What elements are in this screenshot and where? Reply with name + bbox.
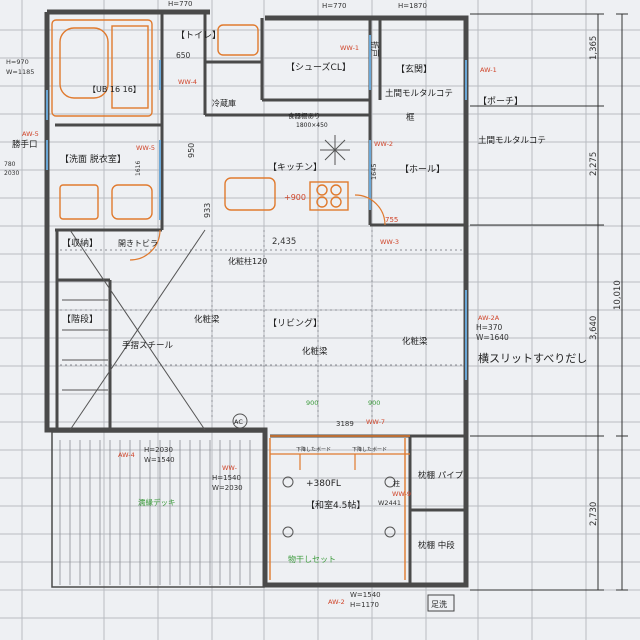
ceiling-lights [232,413,396,538]
dim-deck-h: H=2030 [144,446,173,454]
dim-3640: 3,640 [589,316,599,340]
dim-ww9: W2441 [378,499,401,507]
dim-aw2a-h: H=370 [476,323,502,332]
note-beam-2: 化粧梁 [302,346,328,357]
dim-aw2a-w: W=1640 [476,333,509,342]
window-tag-ww2: WW-2 [374,140,393,148]
dim-650: 650 [176,51,191,60]
note-mid-shelf: 枕棚 中段 [418,540,455,551]
window-tag-ww3: WW-3 [380,238,399,246]
dim-2275: 2,275 [589,152,599,176]
window-tag-aw5: AW-5 [22,130,39,138]
dim-bottom-w: W=1540 [350,591,381,599]
note-sliding-1: 下降したボード [296,446,331,453]
room-label-washitsu: 【和室4.5帖】 [306,499,365,511]
dim-933: 933 [203,203,212,218]
dim-2730: 2,730 [589,502,599,526]
room-label-entrance: 【玄関】 [396,63,432,75]
note-doma-2: 土間モルタルコテ [478,135,546,146]
room-label-washroom: 【洗面 脱衣室】 [60,153,126,165]
note-beam-1: 化粧梁 [194,314,220,325]
dim-900b: 900 [368,399,380,407]
window-tag-ww5: WW-5 [136,144,155,152]
window-tag-aw1: AW-1 [480,66,497,74]
hood-mark [320,135,350,165]
dim-1365: 1,365 [589,36,599,60]
room-label-toilet: 【トイレ】 [176,30,221,41]
note-slit-window: 横スリットすべりだし [478,351,587,365]
dim-top-2: H=770 [322,2,347,10]
note-floor-level: +380FL [306,479,341,489]
note-ac: AC [234,418,243,426]
note-back-door: 勝手口 [12,139,38,150]
dim-wash: 1616 [135,161,142,176]
note-sliding-2: 下降したボード [352,446,387,453]
dimension-lines-right [470,13,628,591]
dim-bottom-h: H=1170 [350,601,379,609]
window-tag-ww1: WW-1 [340,44,359,52]
window-tag-ww4: WW-4 [178,78,197,86]
note-handrail: 手摺スチール [122,340,174,351]
bath-fixtures [51,19,410,580]
note-drying-set: 物干しセット [288,554,336,564]
room-label-kitchen: 【キッチン】 [268,162,322,173]
room-label-stairs: 【階段】 [62,313,98,325]
dim-left-1: H=970 [6,58,29,66]
note-hashira: 柱 [393,479,400,488]
room-label-bath: 【UB 16 16】 [88,85,141,94]
exterior-walls [44,9,469,588]
note-dish-shelf: 食器棚あり [288,111,321,120]
stair-lines [62,229,206,431]
dim-ww-w: W=2030 [212,484,243,492]
deck-boards [59,440,251,585]
note-column: 化粧柱120 [228,256,267,266]
outdoor-tap-box [427,594,455,612]
dim-755: 755 [385,216,398,224]
room-label-shoes-closet: 【シューズCL】 [286,61,351,73]
sash-lines [46,35,467,380]
note-dish-shelf-size: 1800×450 [296,122,328,129]
door-swings [129,194,410,470]
note-hiraki-door: 開きトビラ [118,239,158,248]
window-tag-ww: WW- [222,464,238,472]
dim-3189: 3189 [336,420,354,428]
dim-1645: 1645 [370,163,378,180]
window-tag-aw4: AW-4 [118,451,135,459]
room-label-hall: 【ホール】 [400,164,445,175]
room-label-living: 【リビング】 [268,317,322,329]
dim-2435: 2,435 [272,237,296,247]
note-kamachi: 框 [406,112,415,123]
dim-10010: 10,010 [613,280,623,310]
window-tag-aw2a: AW-2A [478,314,500,322]
dim-deck-w: W=1540 [144,456,175,464]
dim-950: 950 [187,143,196,158]
note-beam-3: 化粧梁 [402,336,428,347]
note-oritodo: 折戸 [370,41,380,57]
window-tag-ww9: WW-9 [392,490,411,498]
note-outdoor-tap: 足洗 [431,599,447,609]
dim-left-2: W=1185 [6,68,34,76]
column-grid [60,230,462,420]
room-label-storage: 【収納】 [62,237,98,249]
window-tag-ww7: WW-7 [366,418,385,426]
deck-outline [51,431,265,588]
dim-left-3: 780 [4,161,16,168]
dim-top-3: H=1870 [398,2,427,10]
window-tag-aw2: AW-2 [328,598,345,606]
note-doma-1: 土間モルタルコテ [385,88,453,99]
dim-top-1: H=770 [168,0,193,8]
note-counter-height: +900 [284,193,306,202]
dim-left-4: 2030 [4,170,19,177]
dim-900a: 900 [306,399,318,407]
note-pipe-shelf: 枕棚 パイプ [418,470,464,481]
room-label-porch: 【ポーチ】 [478,96,523,107]
note-fridge: 冷蔵庫 [212,98,236,108]
dim-ww-h: H=1540 [212,474,241,482]
note-deck: 濡縁デッキ [138,497,176,507]
